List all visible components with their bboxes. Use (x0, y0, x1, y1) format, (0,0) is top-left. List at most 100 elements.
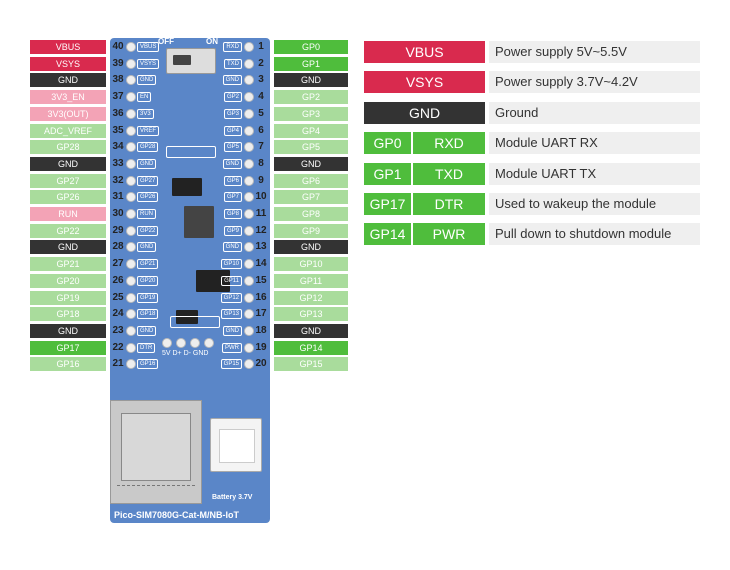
switch-on-label: ON (206, 37, 218, 46)
left-pin-label: ADC_VREF (30, 123, 106, 138)
pin-hole (126, 142, 136, 153)
left-pin-label: GND (30, 73, 106, 88)
right-pin-silk: GP15 (220, 359, 242, 370)
pin-hole (126, 292, 136, 303)
pin-hole (244, 209, 254, 219)
component-row-2 (170, 316, 220, 328)
right-pin-label: GP11 (274, 273, 348, 288)
right-pin-label: GND (274, 73, 348, 88)
switch-off-label: OFF (158, 37, 174, 46)
component-row-1 (166, 146, 216, 158)
pin-hole (244, 309, 254, 320)
right-pin-label: GP15 (274, 357, 348, 372)
board-notch (110, 378, 270, 382)
pin-hole (244, 325, 254, 336)
right-pin-number: 11 (255, 208, 267, 219)
pin-hole (244, 92, 254, 103)
pin-hole (126, 275, 136, 286)
pin-hole (126, 309, 136, 320)
legend-description: Pull down to shutdown module (489, 223, 700, 246)
right-pin-silk: GP4 (223, 125, 242, 136)
left-pin-number: 40 (112, 41, 124, 52)
left-pin-number: 32 (112, 174, 124, 186)
regulator-chip (172, 178, 202, 196)
inductor (184, 206, 214, 238)
pin-hole (126, 108, 136, 119)
left-pin-number: 38 (112, 74, 124, 86)
left-pin-silk: GP16 (137, 359, 159, 370)
pin-hole (126, 125, 136, 136)
right-pin-silk: GND (222, 325, 242, 336)
left-pin-silk: EN (137, 92, 152, 103)
left-pin-label: GP19 (30, 290, 106, 305)
right-pin-number: 20 (255, 358, 267, 370)
pin-hole (126, 75, 136, 86)
left-pin-silk: GP22 (137, 225, 159, 236)
pin-hole (244, 75, 254, 86)
right-pin-silk: GP7 (223, 192, 242, 203)
pin-hole (126, 342, 136, 353)
right-pin-label: GP14 (274, 340, 348, 355)
left-pin-number: 27 (112, 258, 124, 270)
left-pin-number: 39 (112, 57, 124, 69)
right-pin-number: 3 (258, 74, 264, 86)
left-pin-label: 3V3_EN (30, 90, 106, 105)
right-pin-silk: GND (222, 242, 242, 253)
transistor (176, 310, 198, 324)
left-pin-number: 37 (112, 91, 124, 103)
level-shifter-chip (196, 270, 230, 292)
left-pin-label: GND (30, 323, 106, 338)
power-switch[interactable] (166, 48, 216, 74)
pin-hole (244, 292, 254, 303)
legend-function-box: DTR (413, 193, 485, 215)
left-pin-number: 28 (112, 241, 124, 253)
legend-gpio-box: GP14 (364, 223, 411, 246)
pin-hole (244, 342, 254, 353)
left-pin-silk: DTR (137, 342, 156, 353)
left-pin-silk: GP27 (137, 175, 159, 186)
left-pin-label: VSYS (30, 56, 106, 71)
right-pin-label: GP12 (274, 290, 348, 305)
right-pin-silk: GP9 (223, 225, 242, 236)
left-pin-silk: GP20 (137, 275, 159, 286)
legend-description: Used to wakeup the module (489, 193, 700, 215)
power-switch-knob (173, 55, 191, 65)
legend-description: Ground (489, 101, 700, 124)
left-pin-silk: GND (137, 325, 157, 336)
right-pin-label: GP7 (274, 190, 348, 205)
right-pin-silk: TXD (224, 58, 242, 69)
pin-hole (244, 158, 254, 169)
legend-description: Power supply 3.7V~4.2V (489, 71, 700, 94)
battery-connector (210, 418, 262, 472)
left-pin-label: GP17 (30, 340, 106, 355)
pin-hole (126, 209, 136, 219)
pin-hole (244, 58, 254, 69)
right-pin-number: 4 (258, 91, 264, 103)
right-pin-label: GP3 (274, 106, 348, 121)
right-pin-number: 10 (255, 191, 267, 203)
pin-hole (126, 175, 136, 186)
right-pin-label: GP8 (274, 207, 348, 221)
legend-gpio-box: GP0 (364, 132, 411, 155)
pico-sim7080g-board: OFF ON 5V D+ D- GND Battery 3.7V Pico-SI… (110, 37, 270, 523)
left-pin-number: 22 (112, 341, 124, 353)
pin-hole (126, 158, 136, 169)
pin-hole (126, 92, 136, 103)
left-pin-number: 23 (112, 324, 124, 336)
left-pin-silk: VSYS (137, 58, 160, 69)
right-pin-number: 18 (255, 324, 267, 336)
pin-hole (126, 325, 136, 336)
left-pin-silk: GND (137, 158, 157, 169)
right-pin-silk: GP6 (223, 175, 242, 186)
left-pin-label: RUN (30, 207, 106, 221)
right-pin-label: GP2 (274, 90, 348, 105)
left-pin-label: GP28 (30, 140, 106, 155)
right-pin-number: 6 (258, 124, 264, 136)
pin-hole (126, 192, 136, 203)
left-pin-number: 24 (112, 308, 124, 320)
left-pin-label: GP16 (30, 357, 106, 372)
left-pin-silk: GP21 (137, 259, 159, 270)
left-pin-number: 26 (112, 274, 124, 286)
legend-pin-box: GND (364, 101, 485, 124)
left-pin-number: 21 (112, 358, 124, 370)
